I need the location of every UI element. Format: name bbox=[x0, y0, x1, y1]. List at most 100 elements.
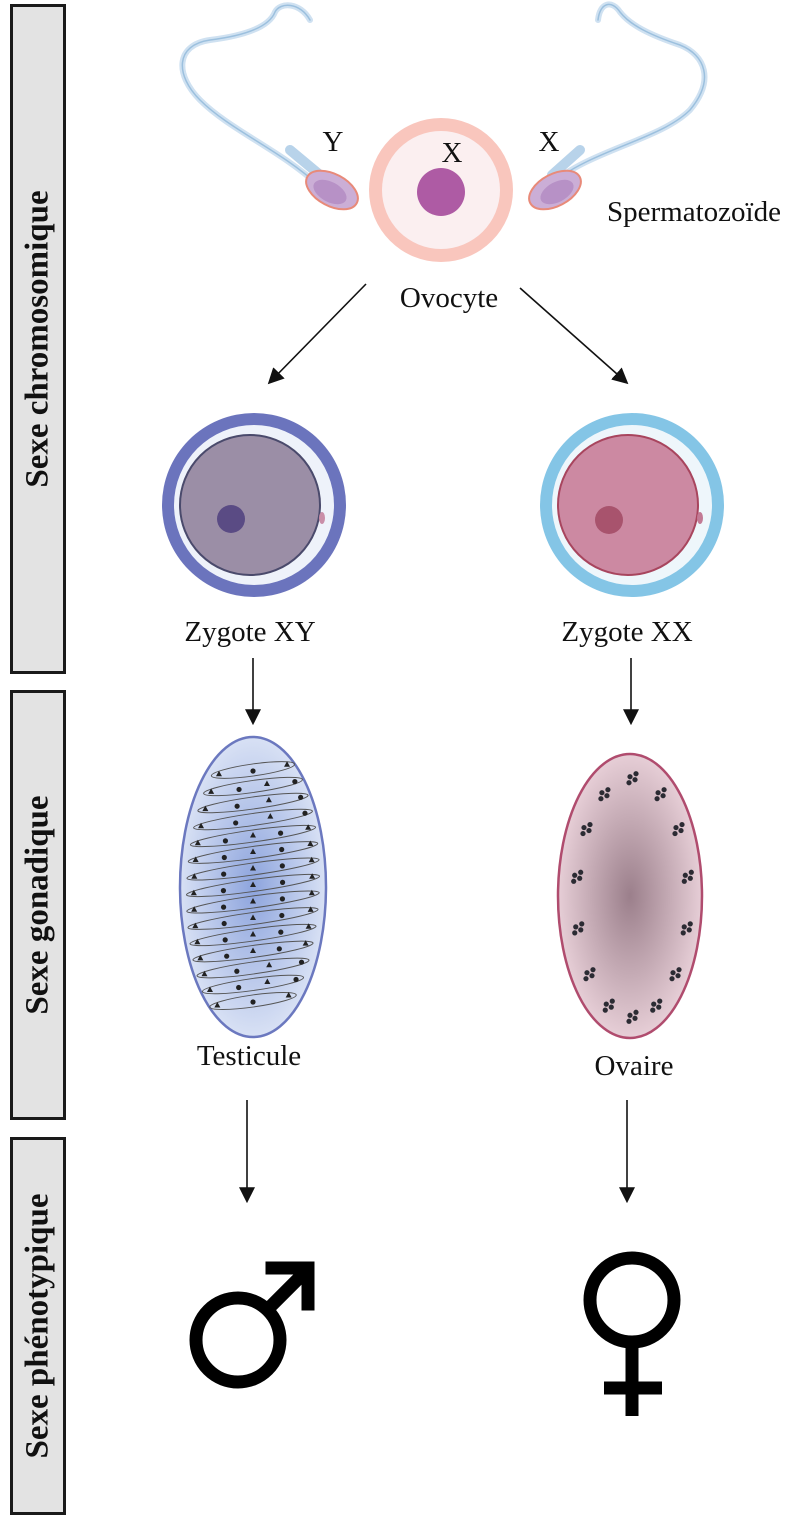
sertoli-cell bbox=[279, 879, 286, 885]
germ-cell bbox=[308, 889, 315, 896]
ovarian-follicle-cell bbox=[650, 1007, 656, 1013]
ovarian-follicle-cell bbox=[669, 976, 675, 982]
oocyte-label: Ovocyte bbox=[399, 282, 499, 314]
germ-cell bbox=[192, 922, 199, 929]
sertoli-cell bbox=[222, 838, 229, 844]
ovarian-follicle-cell bbox=[633, 1009, 639, 1015]
ovarian-follicle-cell bbox=[578, 927, 584, 933]
ovarian-follicle-cell bbox=[656, 1004, 662, 1010]
germ-cell bbox=[250, 865, 256, 871]
germ-cell bbox=[307, 906, 314, 912]
sertoli-cell bbox=[278, 929, 284, 935]
oocyte-icon bbox=[369, 118, 513, 262]
germ-cell bbox=[214, 1001, 221, 1008]
germ-cell bbox=[250, 832, 256, 838]
sertoli-cell bbox=[220, 904, 227, 910]
ovarian-follicle-cell bbox=[687, 921, 693, 927]
ovarian-follicle-cell bbox=[673, 824, 679, 831]
ovarian-follicle-cell bbox=[655, 790, 661, 796]
ovarian-follicle-cell bbox=[678, 827, 684, 834]
germ-cell bbox=[263, 780, 270, 787]
germ-cell bbox=[194, 938, 201, 945]
sertoli-cell bbox=[220, 888, 227, 894]
germ-cell bbox=[206, 986, 213, 993]
germ-cell bbox=[250, 931, 256, 937]
germ-cell bbox=[191, 906, 198, 912]
sertoli-cell bbox=[221, 854, 227, 861]
seminiferous-tubule bbox=[186, 857, 320, 881]
ovarian-follicle-cell bbox=[661, 787, 667, 793]
ovarian-follicle-cell bbox=[687, 875, 693, 881]
sertoli-cell bbox=[250, 999, 256, 1005]
germ-cell bbox=[191, 873, 198, 879]
germ-cell bbox=[202, 805, 209, 812]
germ-cell bbox=[284, 761, 291, 767]
germ-cell bbox=[308, 856, 315, 863]
seminiferous-tubule bbox=[192, 940, 314, 963]
ovarian-follicle-cell bbox=[572, 930, 578, 936]
seminiferous-tubule bbox=[203, 776, 303, 797]
sertoli-cell bbox=[279, 896, 286, 902]
ovarian-follicle-cell bbox=[589, 973, 595, 979]
seminiferous-tubule bbox=[197, 792, 309, 814]
ovarian-follicle-cell bbox=[626, 780, 632, 786]
seminiferous-tubule bbox=[189, 923, 317, 947]
arrow-oocyte-to-zygote-xy bbox=[267, 283, 367, 385]
germ-cell bbox=[250, 914, 256, 920]
germ-cell bbox=[285, 992, 292, 998]
seminiferous-tubules bbox=[185, 761, 321, 1010]
sertoli-cell bbox=[279, 846, 285, 853]
ovarian-follicle-cell bbox=[676, 967, 682, 973]
seminiferous-tubule bbox=[187, 841, 319, 864]
seminiferous-tubule bbox=[189, 824, 317, 848]
sperm-label: Spermatozoïde bbox=[607, 196, 781, 228]
sertoli-cell bbox=[298, 794, 304, 800]
sperm-left-chromosome-label: Y bbox=[322, 126, 344, 158]
ovarian-follicle-cell bbox=[680, 930, 686, 936]
ovarian-follicle-cell bbox=[577, 875, 583, 881]
ovarian-follicle-cell bbox=[579, 921, 585, 927]
sperm-right-chromosome-label: X bbox=[538, 126, 560, 158]
sertoli-cell bbox=[250, 768, 256, 774]
germ-cell bbox=[267, 813, 274, 819]
ovarian-follicle-cell bbox=[580, 830, 586, 837]
ovarian-follicle-cell bbox=[632, 1015, 638, 1021]
oocyte-chromosome-label: X bbox=[441, 137, 463, 169]
ovarian-follicle-cell bbox=[670, 970, 676, 976]
testis-icon bbox=[178, 735, 328, 1039]
ovarian-follicle-cell bbox=[672, 830, 678, 837]
germ-cell bbox=[250, 947, 256, 953]
ovarian-follicle-cell bbox=[632, 777, 638, 783]
zygote-xx-label: Zygote XX bbox=[561, 616, 693, 648]
ovarian-follicle-cell bbox=[590, 967, 596, 973]
ovarian-follicle-cell bbox=[573, 924, 579, 930]
seminiferous-tubule bbox=[186, 890, 320, 914]
ovarian-follicle-cell bbox=[609, 998, 615, 1004]
seminiferous-tubule bbox=[196, 957, 310, 979]
ovarian-follicle-cell bbox=[599, 790, 605, 796]
germ-cell bbox=[250, 848, 256, 854]
germ-cell bbox=[309, 873, 316, 879]
ovarian-follicle-cell bbox=[586, 827, 592, 834]
germ-cell bbox=[305, 824, 312, 830]
sertoli-cell bbox=[234, 968, 240, 974]
germ-cell bbox=[250, 881, 256, 887]
sertoli-cell bbox=[236, 786, 242, 793]
germ-cell bbox=[208, 788, 215, 794]
ovarian-follicle-cell bbox=[627, 1012, 633, 1018]
sertoli-cell bbox=[302, 810, 308, 816]
sperm-right-icon bbox=[528, 1, 708, 211]
seminiferous-tubule bbox=[210, 761, 296, 779]
sertoli-cell bbox=[221, 871, 227, 877]
phenotypic-sex-box: Sexe phénotypique bbox=[10, 1137, 66, 1515]
ovarian-follicle-cell bbox=[605, 787, 611, 793]
sertoli-cell bbox=[298, 959, 305, 965]
seminiferous-tubule bbox=[187, 907, 319, 930]
ovarian-follicle-cell bbox=[587, 821, 593, 828]
ovarian-follicle-cell bbox=[660, 793, 666, 799]
ovary-icon bbox=[556, 752, 704, 1040]
zygote-xy-label: Zygote XY bbox=[184, 616, 316, 648]
sertoli-cell bbox=[221, 920, 227, 927]
